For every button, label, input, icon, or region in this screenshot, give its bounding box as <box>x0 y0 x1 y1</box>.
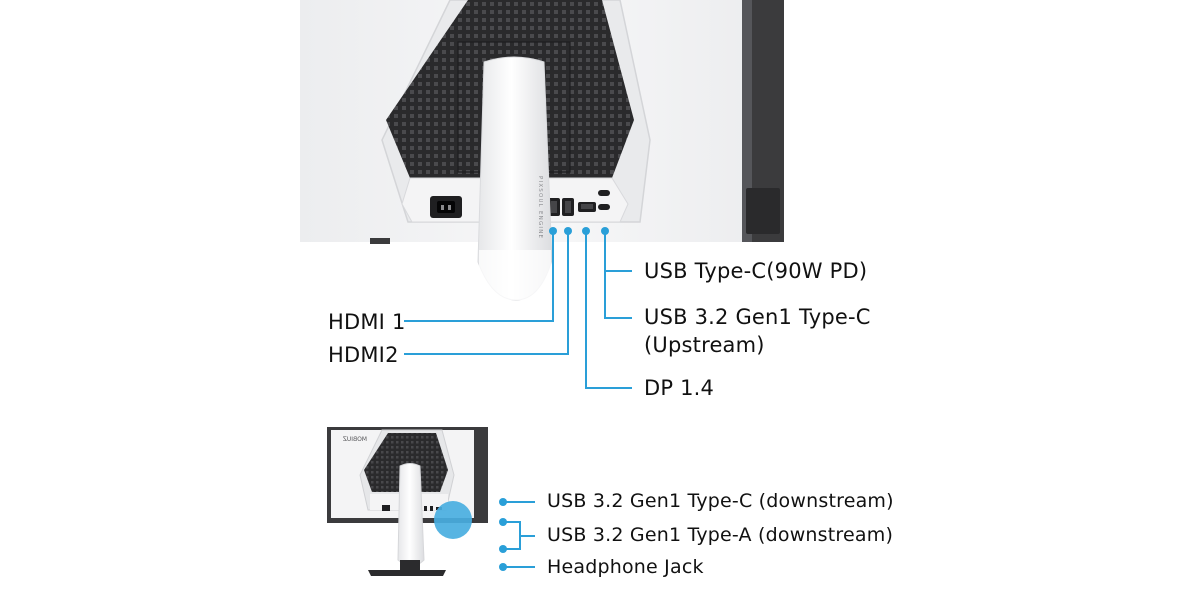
callout-line-dp <box>585 231 632 389</box>
small-monitor-logo: MOBIUZ <box>343 436 367 443</box>
usbc-upstream-port-icon <box>598 204 610 210</box>
label-hdmi2: HDMI2 <box>328 343 399 367</box>
usbc-pd-port-icon <box>598 190 610 196</box>
label-usbc-upstream-line1: USB 3.2 Gen1 Type-C <box>644 305 871 329</box>
hdmi2-port-icon <box>562 198 574 216</box>
callout-bracket-usba <box>503 521 521 550</box>
callout-line-hdmi1 <box>404 231 554 322</box>
hdmi1-port-icon <box>548 198 560 216</box>
callout-dot-dp <box>582 227 590 235</box>
label-headphone-jack: Headphone Jack <box>547 556 704 578</box>
label-usbc-upstream-line2: (Upstream) <box>644 333 765 357</box>
label-usba-downstream: USB 3.2 Gen1 Type-A (downstream) <box>547 524 894 546</box>
callout-dot-usbc <box>601 227 609 235</box>
label-usbc-downstream: USB 3.2 Gen1 Type-C (downstream) <box>547 490 894 512</box>
callout-dots-bottom <box>499 498 507 571</box>
callout-lines-bottom <box>503 501 535 568</box>
callout-line-hdmi2 <box>404 231 569 355</box>
side-port-highlight <box>434 501 472 539</box>
monitor-back-small <box>327 427 488 576</box>
small-monitor-stand <box>397 463 425 567</box>
callout-line-usbc-pd <box>604 231 632 272</box>
label-hdmi1: HDMI 1 <box>328 310 406 334</box>
power-inlet-icon <box>430 196 462 218</box>
label-usbc-pd: USB Type-C(90W PD) <box>644 259 868 283</box>
callout-dot-hdmi1 <box>549 227 557 235</box>
small-monitor-base <box>368 570 446 576</box>
monitor-back-large <box>300 0 784 301</box>
stand-brand-text: PIXSOUL ENGINE <box>537 176 543 239</box>
callout-lines-top <box>404 231 632 389</box>
label-dp: DP 1.4 <box>644 376 715 400</box>
dp-port-icon <box>578 202 596 212</box>
callout-dot-hdmi2 <box>564 227 572 235</box>
small-vent-grille <box>364 433 448 492</box>
callout-dots-top <box>549 227 609 235</box>
callout-line-usbc-upstream <box>604 231 632 319</box>
